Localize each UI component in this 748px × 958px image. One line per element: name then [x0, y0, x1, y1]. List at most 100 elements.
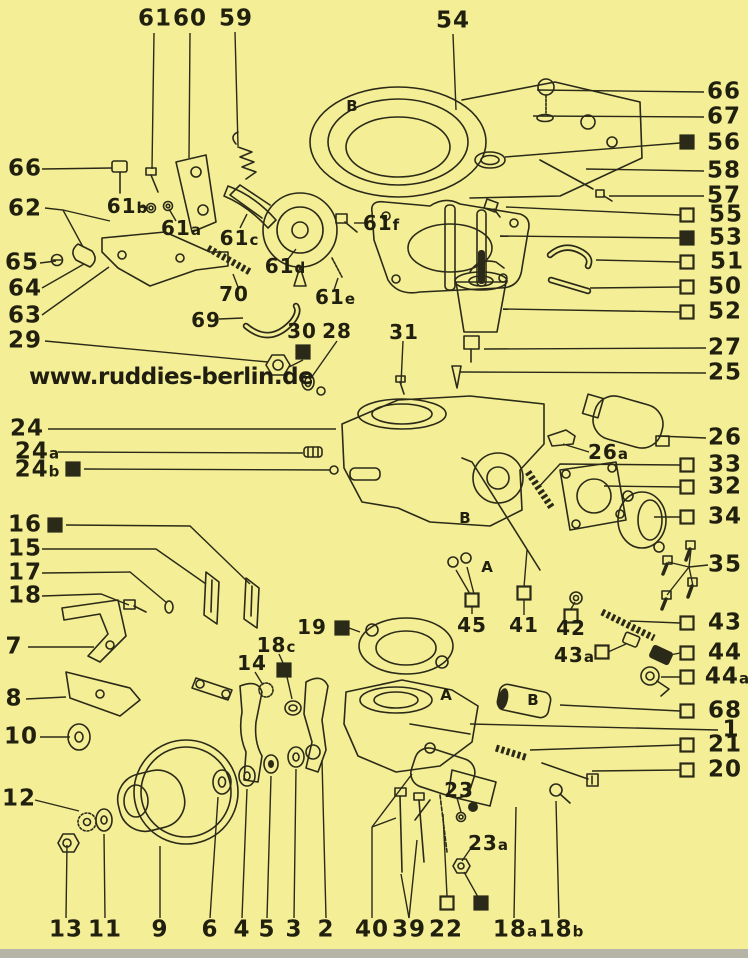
- reference-letter-a: A: [440, 686, 452, 704]
- leader-line: [688, 548, 692, 568]
- marker-open-square: [679, 737, 695, 753]
- part-label-20: 20: [707, 756, 743, 783]
- part-label-55: 55: [708, 201, 744, 228]
- leader-line: [629, 620, 681, 624]
- leader-line: [286, 676, 293, 700]
- part-label-64: 64: [7, 275, 43, 302]
- part-label-33: 33: [707, 451, 743, 478]
- part-label-4: 4: [233, 916, 251, 943]
- leader-line: [667, 561, 690, 568]
- marker-filled-square: [47, 517, 63, 533]
- leader-line: [504, 142, 681, 158]
- part-label-suffix: a: [48, 444, 60, 463]
- leader-line: [209, 796, 219, 919]
- leader-line: [348, 627, 361, 633]
- marker-open-square: [679, 703, 695, 719]
- leader-line: [293, 768, 297, 919]
- leader-line: [41, 263, 85, 289]
- part-label-13: 13: [48, 916, 84, 943]
- part-label-58: 58: [706, 157, 742, 184]
- part-label-16: 16: [7, 511, 43, 538]
- part-label-suffix: d: [294, 259, 306, 277]
- part-label-56: 56: [706, 129, 742, 156]
- leader-line: [168, 208, 177, 222]
- leader-line: [42, 548, 207, 585]
- leader-line: [591, 769, 681, 772]
- leader-line: [664, 652, 681, 657]
- leader-line: [570, 601, 576, 610]
- leader-line: [589, 286, 681, 289]
- leader-line: [666, 566, 690, 596]
- leader-line: [44, 340, 269, 363]
- part-label-30: 30: [287, 319, 317, 343]
- leader-line: [232, 273, 239, 288]
- leader-line: [41, 593, 130, 606]
- leader-line: [461, 847, 472, 862]
- reference-letter-a: A: [481, 558, 493, 576]
- marker-open-square: [679, 762, 695, 778]
- leader-line: [536, 89, 705, 93]
- leader-line: [400, 873, 410, 919]
- part-label-3: 3: [285, 916, 303, 943]
- leader-line: [218, 317, 244, 320]
- leader-line: [57, 451, 304, 454]
- part-label-suffix: b: [136, 199, 148, 217]
- part-label-63: 63: [7, 302, 43, 329]
- part-markers: [47, 134, 695, 911]
- leader-line: [321, 759, 327, 919]
- part-label-17: 17: [7, 559, 43, 586]
- leader-line: [529, 744, 681, 751]
- marker-filled-square: [679, 134, 695, 150]
- leader-line: [452, 33, 457, 111]
- leader-line: [400, 340, 404, 385]
- leader-line: [239, 213, 248, 229]
- marker-open-square: [679, 479, 695, 495]
- marker-open-square: [516, 585, 532, 601]
- leader-line: [562, 443, 590, 453]
- leader-line: [463, 871, 479, 898]
- part-label-10: 10: [3, 723, 39, 750]
- part-label-41: 41: [509, 613, 539, 637]
- part-label-34: 34: [707, 503, 743, 530]
- part-label-suffix: a: [190, 221, 201, 239]
- leader-line: [559, 704, 681, 712]
- leader-line: [62, 209, 111, 222]
- leader-line: [39, 260, 57, 264]
- leader-line: [688, 566, 694, 587]
- watermark: www.ruddies-berlin.de: [29, 364, 314, 390]
- part-label-65: 65: [4, 249, 40, 276]
- part-label-39: 39: [391, 916, 427, 943]
- part-label-67: 67: [706, 103, 742, 130]
- leader-line: [585, 168, 705, 172]
- part-label-61f: 61f: [362, 211, 400, 235]
- part-label-44a: 44a: [704, 663, 748, 690]
- part-label-53: 53: [708, 224, 744, 251]
- marker-open-square: [679, 645, 695, 661]
- leader-line: [333, 277, 339, 291]
- part-label-61e: 61e: [314, 285, 356, 309]
- part-label-suffix: a: [497, 836, 508, 854]
- marker-open-square: [594, 644, 610, 660]
- reference-letter-b: B: [527, 691, 538, 709]
- part-label-35: 35: [707, 551, 743, 578]
- leader-line: [371, 817, 397, 828]
- part-label-42: 42: [556, 616, 586, 640]
- part-label-19: 19: [297, 615, 327, 639]
- leader-line: [466, 566, 475, 595]
- marker-filled-square: [65, 461, 81, 477]
- leader-line: [657, 435, 707, 439]
- marker-filled-square: [473, 895, 489, 911]
- marker-open-square: [679, 509, 695, 525]
- part-label-66-left: 66: [7, 155, 43, 182]
- leader-line: [459, 371, 707, 374]
- scan-edge-strip: [0, 949, 748, 958]
- marker-open-square: [464, 592, 480, 608]
- reference-letter-b: B: [346, 97, 357, 115]
- part-label-52: 52: [707, 298, 743, 325]
- part-label-7: 7: [5, 633, 23, 660]
- part-label-70: 70: [219, 282, 249, 306]
- leader-line: [288, 359, 304, 368]
- leader-line: [310, 340, 338, 379]
- part-label-23a: 23a: [468, 831, 508, 855]
